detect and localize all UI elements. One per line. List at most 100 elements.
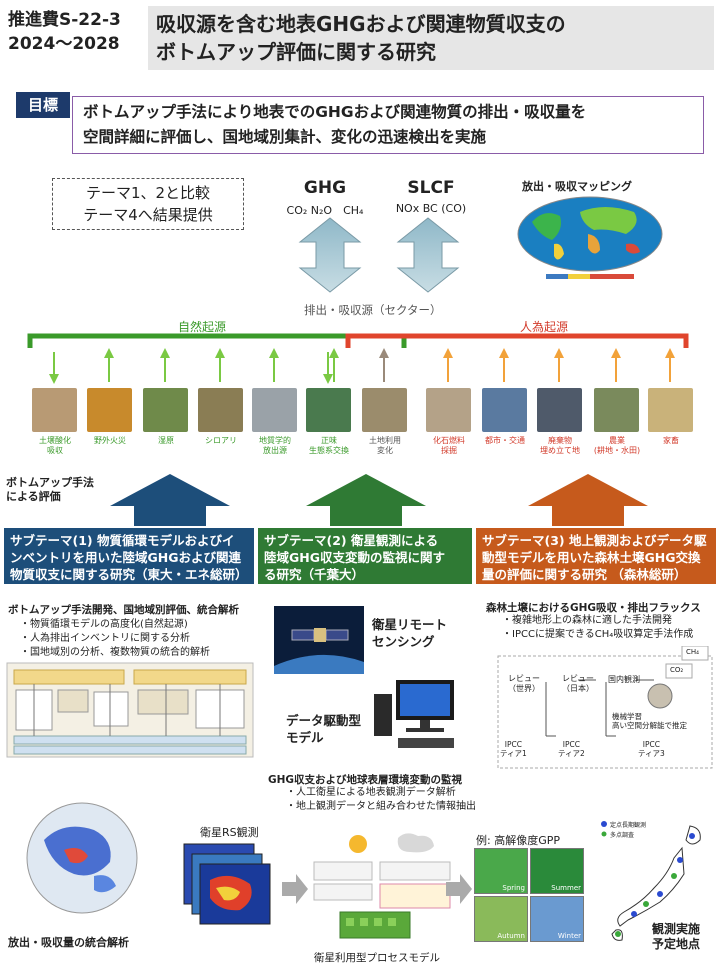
gpp-season-map: Winter [530,896,584,942]
source-label: 地質学的 放出源 [259,436,291,455]
source-tile [32,388,77,432]
sub2-bullet: ・人工衛星による地表観測データ解析 [286,787,456,798]
source-label: 土壌酸化 吸収 [39,436,71,455]
sub3-arrow [528,474,648,526]
remote-sensing-label: 衛星リモート センシング [372,617,448,649]
anthro-label: 人為起源 [520,320,569,334]
flux-arrow-head [379,348,389,358]
sector-brackets [27,333,689,384]
gpp-season-label: Summer [551,884,581,892]
japan-map [601,821,701,941]
ml-text: 機械学習 高い空間分解能で推定 [612,712,687,730]
project-code: 推進費S-22-3 2024～2028 [8,10,121,54]
legend-multi-dot [601,831,607,837]
gpp-season-label: Spring [502,884,525,892]
source-tile [306,388,351,432]
gpp-season-map: Autumn [474,896,528,942]
flux-arrow-head [554,348,564,358]
ch4-tag: CH₄ [686,648,699,656]
sub1-bullet: ・人為排出インベントリに関する分析 [20,633,190,644]
slcf-gases: NOx BC (CO) [395,202,467,215]
sub2-bullets: ・人工衛星による地表観測データ解析 ・地上観測データと組み合わせた情報抽出 [274,786,504,814]
flux-arrow-head [499,348,509,358]
sub2-title: サブテーマ(2) 衛星観測による 陸域GHG収支変動の監視に関す る研究（千葉大… [258,528,472,584]
goal-tag: 目標 [16,92,70,118]
source-label: 農業 (耕地・水田) [593,436,641,455]
source-label: 土地利用 変化 [369,436,401,455]
flow-arrow-1 [282,874,308,904]
gpp-season-label: Autumn [497,932,525,940]
datadriven-label: データ駆動型 モデル [286,713,362,745]
rs-label: 衛星RS観測 [200,826,259,839]
source-label: 廃棄物 埋め立て地 [540,436,580,455]
obs-sites-label: 観測実施 予定地点 [652,922,701,951]
gpp-season-map: Spring [474,848,528,894]
sub1-globe-label: 放出・吸収量の統合解析 [8,936,129,949]
sub3-title: サブテーマ(3) 地上観測およびデータ駆 動型モデルを用いた森林土壌GHG交換 … [476,528,716,584]
slcf-title: SLCF [407,178,455,198]
process-model-label: 衛星利用型プロセスモデル [314,952,440,964]
tier1-label: IPCC ティア1 [500,740,527,758]
source-label: 化石燃料 採掘 [433,436,465,455]
sub3-head: 森林土壌におけるGHG吸収・排出フラックス [486,602,701,614]
flux-arrow-head [269,348,279,358]
source-tile [594,388,639,432]
exchange-arrows [298,217,460,293]
source-tile [426,388,471,432]
source-tile [87,388,132,432]
mapping-map [517,196,663,279]
goal-box: ボトムアップ手法により地表でのGHGおよび関連物質の排出・吸収量を 空間詳細に評… [72,96,704,154]
sub1-title: サブテーマ(1) 物質循環モデルおよびイ ンベントリを用いた陸域GHGおよび関連… [4,528,254,584]
flux-arrow-head [215,348,225,358]
gpp-season-map: Summer [530,848,584,894]
sub1-bullets: ・物質循環モデルの高度化(自然起源) ・人為排出インベントリに関する分析 ・国地… [8,618,254,660]
slcf-exchange-arrow [396,217,460,293]
subtheme-arrows [110,474,648,526]
legend-fixed-dot [601,821,607,827]
natural-bracket [27,333,407,348]
sub2-head: GHG収支および地球表層環境変動の監視 [268,774,463,786]
flux-arrow-head [611,348,621,358]
source-label: シロアリ [205,436,237,445]
ghg-exchange-arrow [298,217,362,293]
source-tile [482,388,527,432]
source-label: 正味 生態系交換 [309,436,349,455]
sub1-model-diagram [6,662,254,758]
sub1-bullet: ・国地域別の分析、複数物質の統合的解析 [20,647,210,658]
source-tile [252,388,297,432]
gpp-label: 例: 高解像度GPP [476,834,560,847]
ghg-gases: CO₂ N₂O CH₄ [286,204,364,217]
source-label: 湿原 [158,436,174,445]
tier3-label: IPCC ティア3 [638,740,665,758]
bottomup-label: ボトムアップ手法 による評価 [6,476,94,503]
sector-label: 排出・吸収源（セクター） [304,303,442,317]
flux-arrow-head [160,348,170,358]
source-label: 都市・交通 [485,436,525,445]
legend-fixed-label: 定点長期観測 [610,822,647,829]
flow-arrow-2 [446,874,472,904]
computer-icon [374,680,454,748]
sub1-head: ボトムアップ手法開発、国地域別評価、統合解析 [8,604,239,616]
mapping-label: 放出・吸収マッピング [522,180,632,193]
sub3-bullet: ・複雑地形上の森林に適した手法開発 [502,615,672,626]
review-world: レビュー （世界） [508,674,540,693]
compare-box: テーマ1、2と比較 テーマ4へ結果提供 [52,178,244,230]
ipcc-tier-diagram [497,646,713,769]
satellite-image [274,606,364,674]
sub3-bullet: ・IPCCに提案できるCH₄吸収算定手法作成 [502,629,694,640]
domestic-obs: 国内観測 [608,675,640,684]
flux-arrow-head [323,374,333,384]
sub2-arrow [306,474,426,526]
page-title: 吸収源を含む地表GHGおよび関連物質収支の ボトムアップ評価に関する研究 [148,6,714,70]
legend-multi-label: 多点調査 [610,832,635,839]
co2-tag: CO₂ [670,666,684,674]
source-tile [648,388,693,432]
rs-stack [183,843,271,925]
sub2-bullet: ・地上観測データと組み合わせた情報抽出 [286,801,476,812]
flux-arrow-head [104,348,114,358]
source-tile [362,388,407,432]
sub3-bullets: ・複雑地形上の森林に適した手法開発 ・IPCCに提案できるCH₄吸収算定手法作成 [490,614,716,642]
ghg-title: GHG [303,178,347,198]
source-label: 野外火災 [94,436,126,445]
